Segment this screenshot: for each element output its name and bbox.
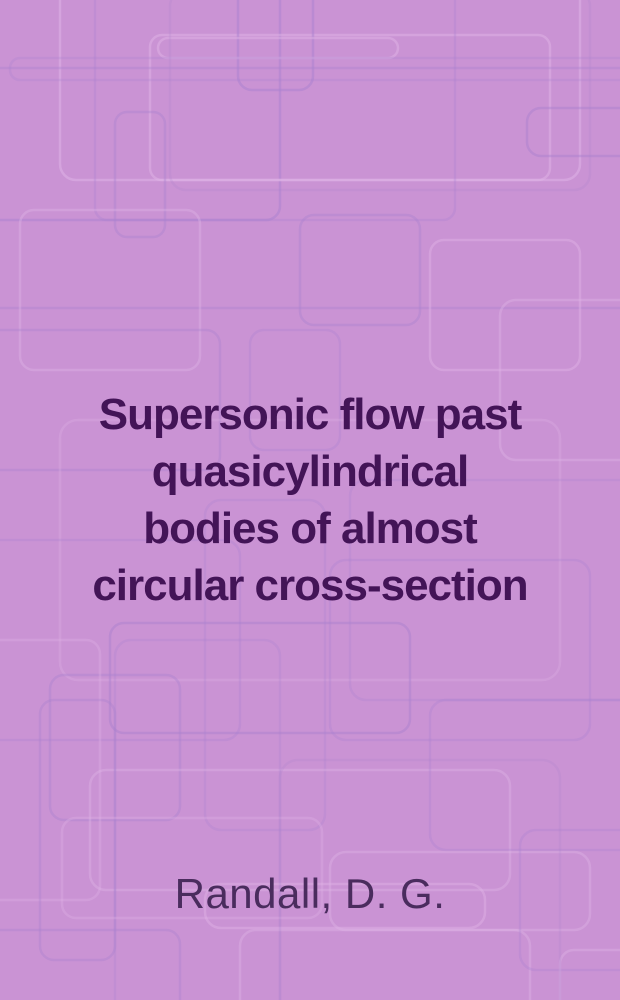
book-title-line: quasicylindrical bbox=[151, 447, 470, 496]
book-title-line: Supersonic flow past bbox=[98, 390, 523, 439]
book-title-line: bodies of almost bbox=[143, 504, 478, 553]
book-title: Supersonic flow past quasicylindrical bo… bbox=[0, 386, 620, 614]
book-author: Randall, D. G. bbox=[174, 870, 446, 917]
book-title-line: circular cross-section bbox=[92, 561, 528, 610]
